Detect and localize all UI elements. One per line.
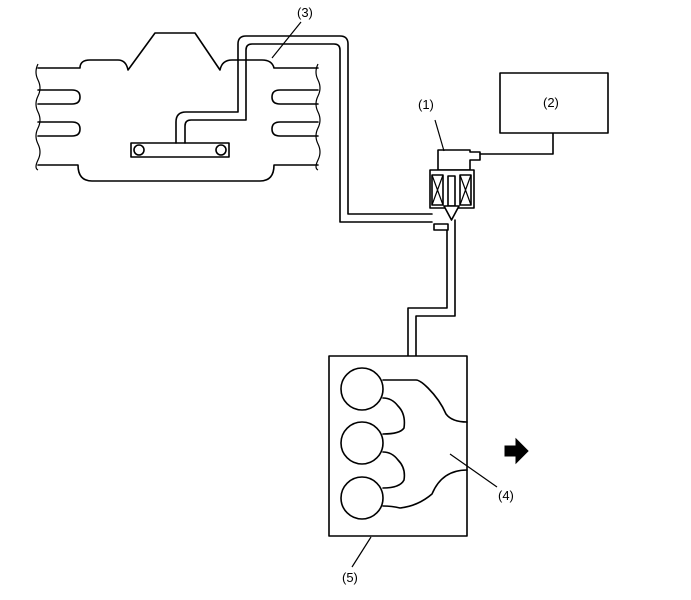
lower-hose-inner (415, 219, 456, 381)
hose-3-inner (184, 43, 433, 223)
cylinder-3 (340, 476, 384, 520)
upper-assembly-outline (37, 32, 319, 182)
left-flange-bottom (37, 121, 81, 137)
valve-coil-right-cross (459, 174, 472, 206)
right-flange-top (271, 89, 319, 105)
callout-label-5: (5) (342, 570, 358, 585)
valve-check-arrow (443, 205, 460, 221)
connector-wire (479, 132, 554, 155)
intake-runners (382, 379, 468, 509)
leader-1 (434, 119, 445, 152)
rail-hole-left (133, 144, 145, 156)
control-unit-box (499, 72, 609, 134)
hose-3-outer (175, 35, 433, 215)
valve-coil-left-cross (431, 174, 444, 206)
arrow-right-icon (504, 437, 529, 465)
mounting-rail (130, 142, 230, 158)
valve-center-stem (447, 175, 456, 207)
valve-bottom-fitting (433, 223, 449, 231)
right-break-lines (315, 63, 321, 171)
leader-4 (449, 453, 498, 488)
leader-3 (271, 21, 302, 59)
cylinder-2 (340, 421, 384, 465)
callout-label-4: (4) (498, 488, 514, 503)
callout-label-1: (1) (418, 97, 434, 112)
lower-hose-outer (407, 229, 448, 381)
rail-hole-right (215, 144, 227, 156)
engine-block (328, 355, 468, 537)
cylinder-1 (340, 367, 384, 411)
leader-lines (271, 21, 498, 568)
leader-5 (351, 536, 372, 568)
left-break-lines (35, 63, 41, 171)
lower-hose (407, 219, 456, 381)
left-flange-top (37, 89, 81, 105)
upper-assembly (35, 32, 321, 182)
valve-1 (429, 149, 481, 231)
right-flange-bottom (271, 121, 319, 137)
hose-3 (175, 35, 433, 223)
valve-top-port (437, 149, 481, 171)
callout-label-2: (2) (543, 95, 559, 110)
callout-label-3: (3) (297, 5, 313, 20)
